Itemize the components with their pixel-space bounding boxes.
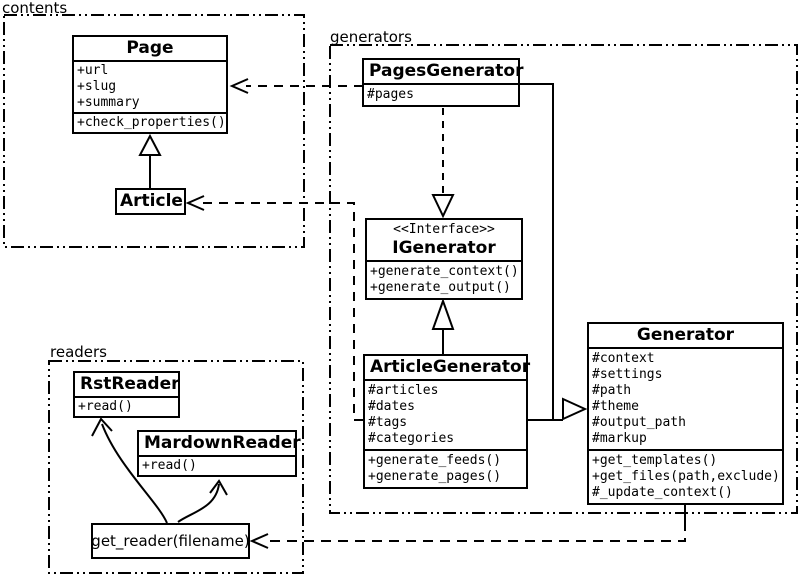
method-row: +read(): [78, 399, 133, 414]
method-row: +generate_output(): [370, 280, 511, 295]
attribute-row: +url: [77, 63, 109, 78]
method-row: +generate_feeds(): [368, 453, 502, 468]
class-article: Article: [115, 188, 186, 215]
attribute-row: #output_path: [592, 415, 686, 430]
inheritance-arrow-generators-to-generator: [520, 83, 588, 421]
open-arrowhead-icon: [91, 417, 113, 437]
methods-compartment: +get_templates() +get_files(path,exclude…: [589, 449, 782, 503]
method-row: +generate_context(): [370, 264, 519, 279]
attribute-row: #dates: [368, 399, 415, 414]
class-page: Page +url +slug +summary +check_properti…: [72, 35, 228, 134]
class-title: Page: [126, 38, 174, 58]
attribute-row: #path: [592, 383, 632, 398]
class-title: MardownReader: [144, 433, 301, 453]
attribute-row: #categories: [368, 431, 455, 446]
inheritance-arrow-article-to-page: [138, 133, 162, 188]
method-row: +check_properties(): [77, 115, 226, 130]
class-title: PagesGenerator: [369, 61, 524, 81]
open-arrowhead-icon: [249, 533, 269, 549]
package-border-contents: [3, 14, 305, 248]
function-box-get-reader: get_reader(filename): [91, 523, 250, 559]
attribute-row: #context: [592, 351, 655, 366]
dependency-arrow-articlegenerator-to-article: [185, 195, 363, 421]
package-label-generators: generators: [330, 28, 412, 46]
stereotype-label: <<Interface>>: [393, 222, 495, 237]
open-arrowhead-icon: [209, 479, 228, 496]
method-row: +get_files(path,exclude): [592, 469, 780, 484]
class-name: IGenerator: [392, 238, 496, 258]
hollow-triangle-icon: [562, 397, 588, 421]
package-label-contents: contents: [2, 0, 68, 17]
attribute-row: +summary: [77, 95, 140, 110]
class-pagesgenerator: PagesGenerator #pages: [362, 58, 524, 107]
attribute-row: #markup: [592, 431, 647, 446]
inheritance-arrow-articlegenerator-to-igenerator: [431, 298, 455, 354]
dependency-arrow-generator-to-getreader: [249, 502, 686, 549]
arrow-getreader-to-mardownreader: [177, 479, 228, 523]
realization-arrow-pagesgenerator-to-igenerator: [431, 108, 455, 219]
attributes-compartment: #context #settings #path #theme #output_…: [589, 347, 782, 449]
attribute-row: #pages: [367, 87, 414, 102]
methods-compartment: +generate_context() +generate_output(): [367, 260, 521, 298]
class-title: <<Interface>> IGenerator: [367, 220, 521, 260]
hollow-triangle-icon: [431, 298, 455, 330]
method-row: +read(): [142, 458, 197, 473]
method-row: #_update_context(): [592, 485, 733, 500]
attributes-compartment: #pages: [364, 83, 518, 105]
class-rstreader: RstReader +read(): [73, 371, 180, 418]
methods-compartment: +generate_feeds() +generate_pages(): [365, 449, 526, 487]
class-generator: Generator #context #settings #path #them…: [587, 322, 784, 505]
method-row: +get_templates(): [592, 453, 718, 468]
class-mardownreader: MardownReader +read(): [137, 430, 301, 477]
method-row: +generate_pages(): [368, 469, 502, 484]
package-border-readers: [48, 360, 304, 574]
attributes-compartment: +url +slug +summary: [74, 60, 226, 112]
attribute-row: #articles: [368, 383, 439, 398]
arrow-getreader-to-rstreader: [91, 417, 168, 524]
methods-compartment: +read(): [139, 455, 295, 475]
class-title: Generator: [636, 325, 735, 345]
open-arrowhead-icon: [229, 78, 249, 94]
class-title: RstReader: [80, 374, 180, 394]
dependency-arrow-pagesgenerator-to-page: [229, 78, 363, 94]
class-igenerator: <<Interface>> IGenerator +generate_conte…: [365, 218, 523, 300]
class-articlegenerator: ArticleGenerator #articles #dates #tags …: [363, 354, 531, 489]
attribute-row: #settings: [592, 367, 663, 382]
attribute-row: #tags: [368, 415, 408, 430]
attribute-row: +slug: [77, 79, 117, 94]
package-border-generators: [329, 44, 798, 514]
package-label-readers: readers: [50, 343, 107, 361]
methods-compartment: +check_properties(): [74, 112, 226, 132]
attributes-compartment: #articles #dates #tags #categories: [365, 379, 526, 449]
hollow-triangle-icon: [431, 194, 455, 219]
class-title: Article: [120, 191, 183, 211]
methods-compartment: +read(): [75, 396, 178, 416]
class-title: ArticleGenerator: [370, 357, 531, 377]
attribute-row: #theme: [592, 399, 639, 414]
open-arrowhead-icon: [185, 195, 205, 211]
hollow-triangle-icon: [138, 133, 162, 156]
